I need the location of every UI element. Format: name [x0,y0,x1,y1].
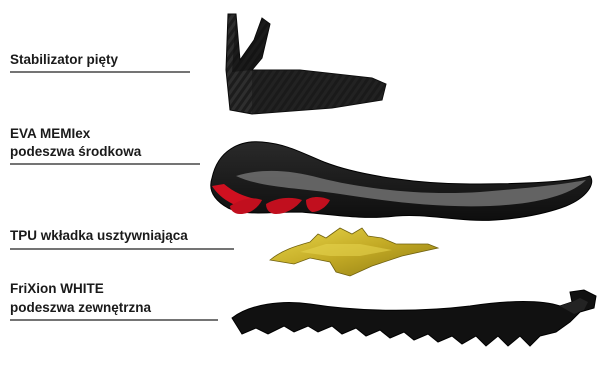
label-midsole: EVA MEMIex podeszwa środkowa [10,126,200,164]
label-outsole: FriXion WHITE podeszwa zewnętrzna [10,281,218,320]
label-tpu-line1: TPU wkładka usztywniająca [10,228,188,243]
label-midsole-line1: EVA MEMIex [10,126,91,141]
heel-stabilizer-part [226,14,386,114]
label-tpu: TPU wkładka usztywniająca [10,228,234,249]
label-outsole-line1: FriXion WHITE [10,281,104,296]
midsole-part [211,142,592,221]
label-heel-line1: Stabilizator pięty [10,52,119,67]
label-heel-stabilizer: Stabilizator pięty [10,52,190,72]
label-midsole-line2: podeszwa środkowa [10,144,142,159]
outsole-part [232,290,596,346]
label-outsole-line2: podeszwa zewnętrzna [10,300,152,315]
tpu-shank-part [270,228,438,276]
